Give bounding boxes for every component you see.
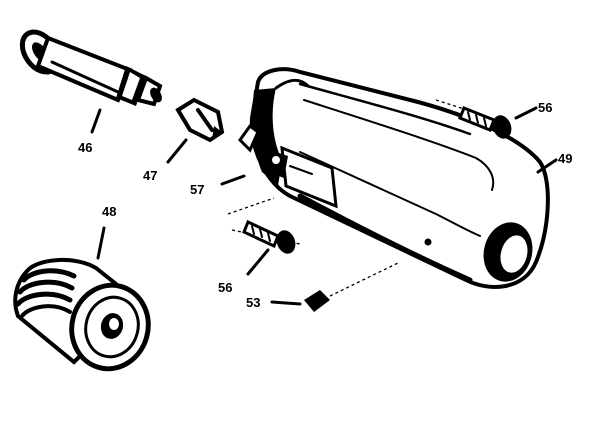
leader-line-57 [220,174,246,186]
leader-line-56a [514,106,538,120]
alignment-line-left-a [227,197,275,215]
callout-46a: 46 [78,140,92,155]
leader-line-56b [246,248,270,276]
leader-line-48 [96,226,106,260]
part-56-screw-upper [458,106,512,139]
part-48-cartridge [13,257,151,372]
part-53-plug [304,290,330,312]
callout-53: 53 [246,295,260,310]
part-46-sleeve [19,29,163,107]
leader-line-47 [166,138,188,164]
callout-56b: 56 [218,280,232,295]
leader-line-46a [90,108,102,134]
alignment-line-plug [329,261,401,297]
callout-47: 47 [143,168,157,183]
leader-line-49 [536,158,558,174]
part-49-housing [238,67,550,289]
callout-57: 57 [190,182,204,197]
callout-48: 48 [102,204,116,219]
leader-line-53 [270,300,302,306]
callout-56a: 56 [538,100,552,115]
part-56-screw-lower [242,219,296,254]
callout-49: 49 [558,151,572,166]
part-47-nozzle [175,97,225,143]
